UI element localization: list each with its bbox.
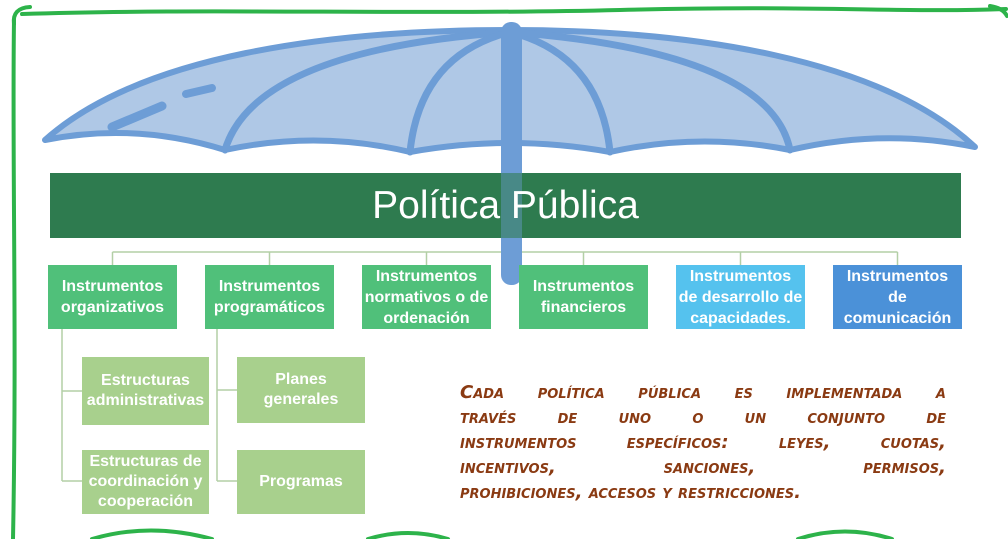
frame-border-right-corner <box>988 4 1008 18</box>
note-line: Cada política pública es implementada a <box>460 382 946 403</box>
umbrella-rib <box>406 28 514 156</box>
instrument-label: Instrumentos programáticos <box>213 278 326 316</box>
instrument-box-programaticos: Instrumentos programáticos <box>205 265 334 329</box>
frame-border-top <box>20 6 1008 16</box>
sub-item-label: Planes generales <box>263 371 339 408</box>
frame-border-bottom-arc <box>366 531 450 539</box>
frame-border <box>11 4 1008 539</box>
sub-box-planes-generales: Planes generales <box>237 357 365 423</box>
policy-title: Política Pública <box>372 184 639 227</box>
instrument-box-organizativos: Instrumentos organizativos <box>48 265 177 329</box>
instrument-label: Instrumentos organizativos <box>60 278 165 316</box>
frame-border-left <box>11 18 17 539</box>
sub-box-programas: Programas <box>237 450 365 514</box>
connector-line <box>216 329 237 482</box>
sub-item-label: Programas <box>259 473 343 490</box>
umbrella-highlight <box>107 101 167 132</box>
instrument-box-normativos: Instrumentos normativos o de ordenación <box>362 265 491 329</box>
sub-box-estructuras-coordinacion: Estructuras de coordinación y cooperació… <box>82 450 209 514</box>
frame-border-bottom-arc <box>90 528 214 539</box>
frame-border-bottom-arc <box>796 529 894 539</box>
note-line: prohibiciones, accesos y restricciones. <box>460 482 801 503</box>
instrument-box-desarrollo-capacidades: Instrumentos de desarrollo de capacidade… <box>676 265 805 329</box>
instrument-box-comunicacion: Instrumentos de comunicación <box>833 265 962 329</box>
note-line: incentivos, sanciones, permisos, <box>460 457 946 478</box>
instrument-label: Instrumentos de desarrollo de capacidade… <box>678 267 803 327</box>
note-line: instrumentos específicos: leyes, cuotas, <box>460 432 946 453</box>
instrument-label: Instrumentos normativos o de ordenación <box>364 267 489 327</box>
umbrella-highlight <box>182 84 216 98</box>
note-line: través de uno o un conjunto de <box>460 407 946 428</box>
umbrella-pole <box>501 22 522 285</box>
instrument-box-financieros: Instrumentos financieros <box>519 265 648 329</box>
umbrella-rib <box>221 28 514 154</box>
umbrella-rib <box>506 28 614 156</box>
umbrella-rib <box>506 28 794 154</box>
sub-item-label: Estructuras de coordinación y cooperació… <box>88 453 203 510</box>
sub-box-estructuras-administrativas: Estructuras administrativas <box>82 357 209 425</box>
sub-item-label: Estructuras administrativas <box>86 372 205 409</box>
instrument-label: Instrumentos financieros <box>532 278 635 316</box>
instrument-label: Instrumentos de comunicación <box>843 267 952 327</box>
connector-line <box>61 329 82 482</box>
note-paragraph: Cada política pública es implementada a … <box>460 380 946 505</box>
policy-banner: Política Pública <box>50 173 961 238</box>
umbrella-pole-overlay <box>501 173 522 238</box>
